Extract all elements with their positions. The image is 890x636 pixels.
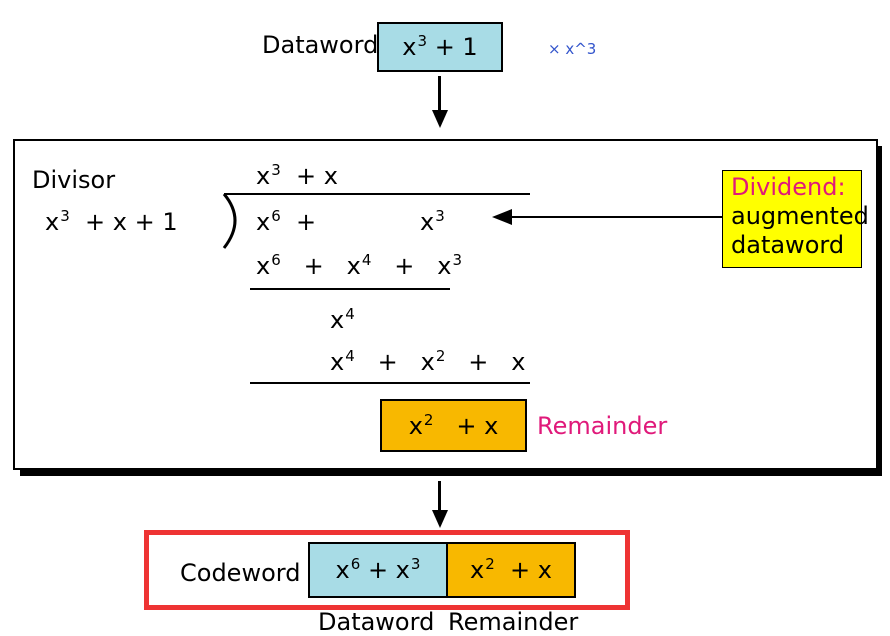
subtract-bar-2 bbox=[250, 382, 530, 384]
remainder-box: x2 + x bbox=[380, 399, 527, 452]
subtract-row-2: x4 + x2 + x bbox=[330, 347, 526, 376]
arrow-shaft-top bbox=[438, 76, 441, 112]
dividend-term-1: x6 + bbox=[256, 207, 317, 236]
division-bracket bbox=[222, 193, 237, 249]
codeword-remainder-value: x2 + x bbox=[470, 555, 552, 584]
remainder-label: Remainder bbox=[537, 412, 668, 440]
codeword-label: Codeword bbox=[180, 559, 301, 587]
quotient-poly: x3 + x bbox=[256, 161, 338, 190]
divisor-label: Divisor bbox=[32, 166, 116, 194]
arrow-down-icon bbox=[432, 510, 448, 528]
quotient-bar bbox=[224, 193, 530, 195]
dividend-note-line2: augmented bbox=[731, 202, 869, 230]
subtract-row-1: x6 + x4 + x3 bbox=[256, 251, 463, 280]
arrow-shaft-left bbox=[510, 216, 722, 218]
multiplier-note: × x^3 bbox=[548, 40, 597, 58]
dataword-box: x3 + 1 bbox=[377, 22, 503, 72]
codeword-dataword-value: x6 + x3 bbox=[335, 555, 421, 584]
codeword-remainder-part: x2 + x bbox=[446, 542, 576, 598]
codeword-dataword-part: x6 + x3 bbox=[308, 542, 448, 598]
dividend-note: Dividend: augmented dataword bbox=[722, 170, 869, 268]
dividend-term-2: x3 bbox=[420, 207, 445, 236]
dividend-note-line3: dataword bbox=[731, 231, 845, 259]
partial-remainder: x4 bbox=[330, 305, 355, 334]
caption-remainder: Remainder bbox=[448, 608, 579, 636]
dataword-label: Dataword bbox=[262, 31, 379, 59]
dataword-value: x3 + 1 bbox=[402, 32, 478, 61]
remainder-value: x2 + x bbox=[408, 410, 499, 440]
arrow-down-icon bbox=[432, 110, 448, 128]
caption-dataword: Dataword bbox=[318, 608, 435, 636]
subtract-bar-1 bbox=[250, 288, 450, 290]
arrow-shaft-bottom bbox=[438, 481, 441, 513]
divisor-poly: x3 + x + 1 bbox=[45, 207, 178, 236]
arrow-left-icon bbox=[492, 209, 512, 225]
dividend-note-title: Dividend: bbox=[731, 173, 846, 201]
codeword-highlight bbox=[144, 530, 630, 610]
